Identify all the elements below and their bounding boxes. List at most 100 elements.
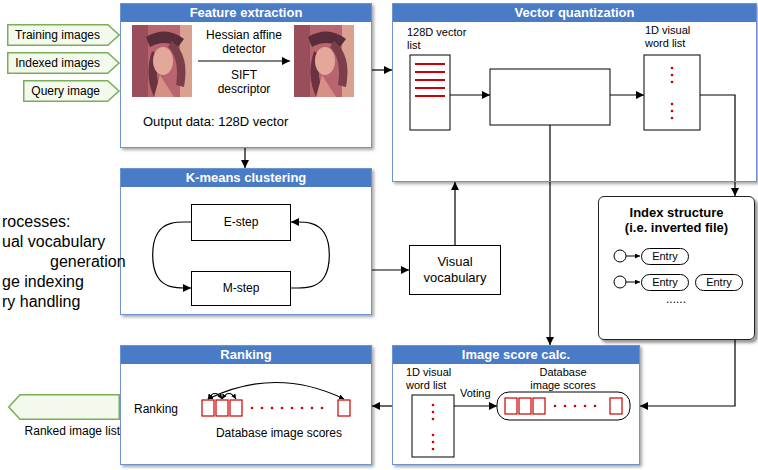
connector-arrow [372,269,409,270]
panel-title: Image score calc. [393,346,639,364]
panel-header: Ranking [121,346,371,364]
text-slot: Ranked image list [25,424,120,438]
index-pointer [626,282,640,283]
score-container [497,392,630,420]
index-key-circle [614,276,626,288]
box-label: M-step [223,281,260,295]
word-dot [671,67,674,70]
arrow-outline [8,25,119,46]
box-label: Entry [706,276,732,289]
process-list-item: ge indexing [2,272,84,292]
index-key-circle [614,250,626,262]
text-slot: Output data: 128D vector [143,114,288,130]
process-list-item: ual vocabulary generation [2,232,135,272]
arrow-label: Training images [15,28,100,42]
box-title: Index structure (i.e. inverted file) [619,205,734,235]
text-slot: Database image scores [528,366,598,392]
input-arrow: Indexed images [7,52,120,74]
text-slot: ...... [666,292,686,306]
text-slot: Hessian affine detector [200,28,288,56]
index-pointer [626,256,640,257]
score-cell [202,400,214,416]
body-text: Voting [460,387,491,400]
score-dot [271,407,274,410]
swap-arc [222,394,236,400]
word-dot [671,74,674,77]
connector-arrow [549,182,550,345]
score-dot [251,407,254,410]
vector-line [415,87,445,89]
score-cell [533,398,545,414]
word-dot [432,434,435,437]
flow-line [549,125,550,182]
process-arrow [610,94,644,95]
text-slot: Ranking [134,402,178,416]
score-dot [311,407,314,410]
connector-arrow [372,405,392,406]
connector-arrow [372,69,392,70]
score-dot [594,405,597,408]
box-label: Visual vocabulary [418,254,492,286]
box-label: Entry [652,250,678,263]
connector-arrow [153,222,191,288]
arrow-label: Ranked image list [25,424,120,438]
text-slot: ge indexing [2,272,84,292]
arrow-label: Query image [31,84,100,98]
process-panel: Vector quantization 128D vector list 1D vi… [392,3,757,182]
score-dot [301,407,304,410]
word-list-box [644,55,700,130]
connector-arrow [244,148,245,168]
panel-title: Vector quantization [393,4,756,22]
process-arrow [198,60,290,61]
input-arrow: Training images [7,24,120,46]
word-dot [432,441,435,444]
vocabulary-box: Visual vocabulary [409,245,501,295]
connector-arrow [454,182,455,245]
output-arrow: Ranked image list [8,394,120,420]
input-arrow: Query image [23,80,120,102]
box-label: Entry [652,276,678,289]
text-slot: Database image scores [209,426,349,440]
process-list-item: ry handling [2,292,80,312]
text-slot: SIFT descriptor [205,68,283,96]
text-slot: Index structure (i.e. inverted file) [619,205,734,235]
word-dot [671,103,674,106]
score-dot [281,407,284,410]
entry-pill: Entry [641,248,689,265]
text-slot: Voting [460,387,491,400]
word-list-box [412,395,454,457]
body-text: Output data: 128D vector [143,114,288,130]
text-slot: 128D vector list [407,26,469,52]
step-box: E-step [191,204,291,241]
index-structure-box: EntryEntryEntryIndex structure (i.e. inv… [598,196,755,340]
body-text: Database image scores [209,426,349,440]
quantizer-box [490,69,610,125]
text-slot: 1D visual word list [406,366,466,392]
text-slot: 1D visual word list [645,24,705,50]
arrow-label: Indexed images [15,56,100,70]
score-cell [610,398,622,414]
entry-pill: Entry [641,274,689,291]
step-box: M-step [191,271,291,306]
vector-line [415,71,445,73]
flow-line [700,95,735,182]
process-panel: E-stepM-stepK-means clustering [120,168,372,315]
process-arrow [450,94,490,95]
ellipsis: ...... [666,292,686,306]
process-panel: RankingRankingDatabase image scores [120,345,372,465]
score-dot [584,405,587,408]
score-dot [321,407,324,410]
word-dot [671,117,674,120]
process-panel: Feature extractionHessian affine detecto… [120,3,372,148]
body-text: Ranking [134,402,178,416]
box-label: E-step [224,215,259,229]
word-dot [432,404,435,407]
score-dot [574,405,577,408]
panel-header: Vector quantization [393,4,756,22]
score-dot [554,405,557,408]
vector-line [415,95,445,97]
text-slot: rocesses: [2,212,70,232]
score-cell [338,400,350,416]
voting-arrow [454,405,497,406]
